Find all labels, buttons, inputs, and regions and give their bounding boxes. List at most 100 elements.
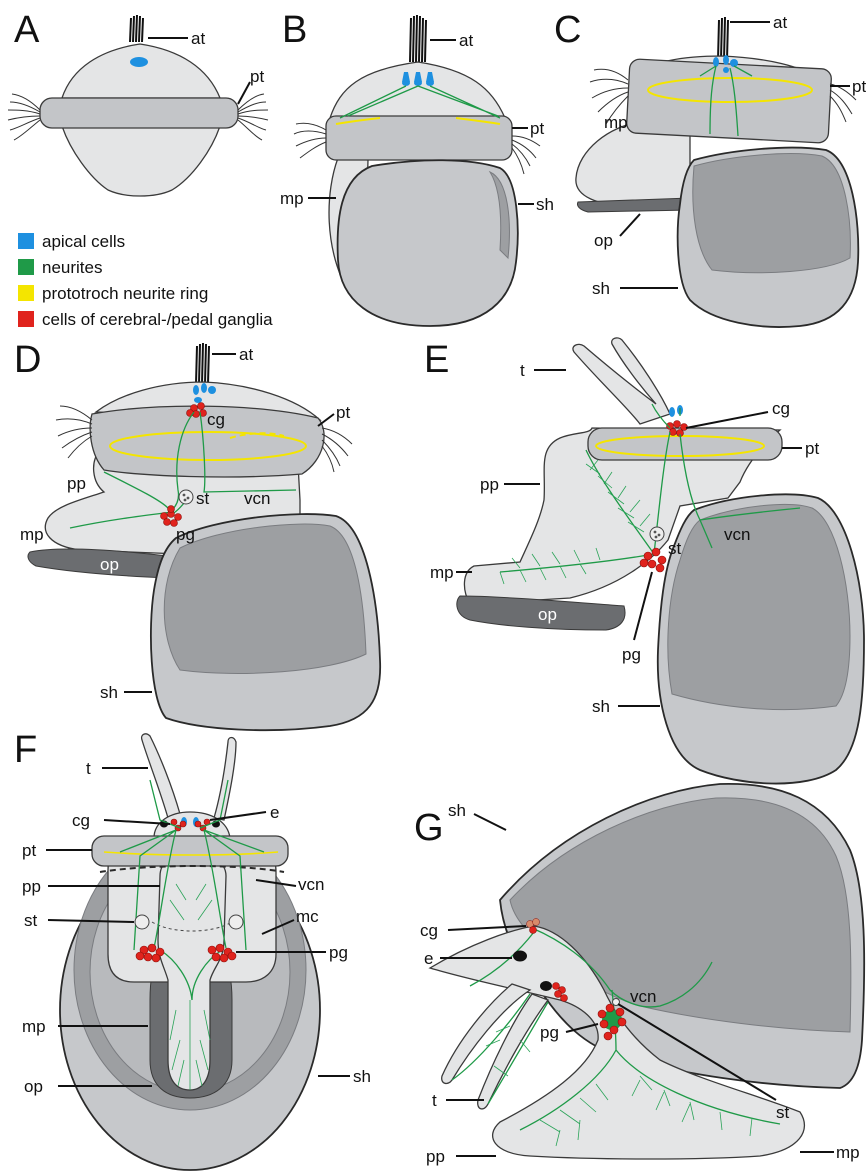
panel-b: B at pt mp sh: [280, 9, 554, 326]
label-pp: pp: [67, 474, 86, 493]
label-pt: pt: [250, 67, 264, 86]
label-pt: pt: [22, 841, 36, 860]
label-cg: cg: [72, 811, 90, 830]
label-cg: cg: [420, 921, 438, 940]
apical-tuft: [196, 343, 209, 384]
panel-c: C at pt mp op sh: [554, 9, 866, 327]
label-op: op: [538, 605, 557, 624]
panel-letter-f: F: [14, 729, 37, 771]
label-at: at: [773, 13, 787, 32]
label-pt: pt: [852, 77, 866, 96]
label-cg: cg: [772, 399, 790, 418]
label-vcn: vcn: [298, 875, 324, 894]
label-t: t: [520, 361, 525, 380]
label-pg: pg: [329, 943, 348, 962]
panel-g: G sh cg e vcn pg: [414, 784, 864, 1166]
shell: [338, 160, 518, 326]
prototroch-band: [40, 98, 238, 128]
label-pt: pt: [530, 119, 544, 138]
statocyst: [179, 490, 193, 504]
label-pp: pp: [22, 877, 41, 896]
leader-cg: [686, 412, 768, 428]
legend-swatch-apical: [18, 233, 34, 249]
prototroch-cilia-right: [238, 94, 268, 140]
legend-swatch-ganglia: [18, 311, 34, 327]
label-pp: pp: [480, 475, 499, 494]
statocyst: [650, 527, 664, 541]
label-mp: mp: [20, 525, 44, 544]
label-mp: mp: [430, 563, 454, 582]
prototroch-cilia-left: [56, 406, 92, 458]
label-sh: sh: [353, 1067, 371, 1086]
label-at: at: [459, 31, 473, 50]
label-sh: sh: [100, 683, 118, 702]
label-op: op: [100, 555, 119, 574]
legend-label-neurites: neurites: [42, 258, 102, 277]
prototroch-cilia-left: [8, 94, 40, 140]
label-vcn: vcn: [630, 987, 656, 1006]
panel-letter-e: E: [424, 339, 449, 381]
panel-letter-a: A: [14, 9, 40, 51]
label-st: st: [668, 539, 682, 558]
apical-tuft: [718, 17, 728, 60]
prototroch-cilia-right: [322, 428, 352, 472]
label-sh: sh: [448, 801, 466, 820]
statocyst-right: [229, 915, 243, 929]
label-t: t: [86, 759, 91, 778]
tentacle-right: [214, 738, 236, 821]
leader-sh: [474, 814, 506, 830]
label-vcn: vcn: [724, 525, 750, 544]
label-cg: cg: [207, 410, 225, 429]
hyposphere: [62, 126, 220, 196]
leader-op: [620, 214, 640, 236]
panel-letter-b: B: [282, 9, 307, 51]
apical-tuft: [130, 15, 143, 42]
shell-inner: [668, 504, 850, 709]
label-st: st: [24, 911, 38, 930]
legend-label-ganglia: cells of cerebral-/pedal ganglia: [42, 310, 273, 329]
label-at: at: [191, 29, 205, 48]
label-t: t: [432, 1091, 437, 1110]
label-vcn: vcn: [244, 489, 270, 508]
eye-upper: [513, 951, 527, 962]
panel-letter-g: G: [414, 807, 444, 849]
label-at: at: [239, 345, 253, 364]
shell-inner: [164, 524, 366, 673]
legend-label-ring: prototroch neurite ring: [42, 284, 208, 303]
label-op: op: [594, 231, 613, 250]
panel-a: A at pt: [8, 9, 268, 196]
legend-swatch-neurites: [18, 259, 34, 275]
legend-label-apical: apical cells: [42, 232, 125, 251]
label-e: e: [270, 803, 279, 822]
statocyst-left: [135, 915, 149, 929]
shell-inner: [693, 154, 851, 273]
eye-lower: [540, 981, 552, 991]
tentacle-left: [142, 734, 180, 818]
apical-cells: [669, 405, 683, 417]
apical-cells: [402, 72, 434, 86]
label-st: st: [196, 489, 210, 508]
label-mc: mc: [296, 907, 319, 926]
panel-f: F t: [14, 729, 371, 1170]
label-pg: pg: [540, 1023, 559, 1042]
label-pt: pt: [336, 403, 350, 422]
label-st: st: [776, 1103, 790, 1122]
label-op: op: [24, 1077, 43, 1096]
panel-letter-c: C: [554, 9, 581, 51]
legend: apical cells neurites prototroch neurite…: [18, 232, 273, 329]
prototroch-cilia-right: [512, 136, 540, 174]
panel-d: D at cg: [14, 339, 380, 730]
label-pg: pg: [176, 525, 195, 544]
panel-e: E t cg pt pp st vcn: [424, 338, 864, 784]
apical-tuft: [410, 15, 426, 62]
label-mp: mp: [604, 113, 628, 132]
label-e: e: [424, 949, 433, 968]
label-mp: mp: [280, 189, 304, 208]
prototroch-cilia-left: [294, 123, 326, 158]
label-pt: pt: [805, 439, 819, 458]
legend-swatch-ring: [18, 285, 34, 301]
label-sh: sh: [536, 195, 554, 214]
label-sh: sh: [592, 279, 610, 298]
label-mp: mp: [836, 1143, 860, 1162]
